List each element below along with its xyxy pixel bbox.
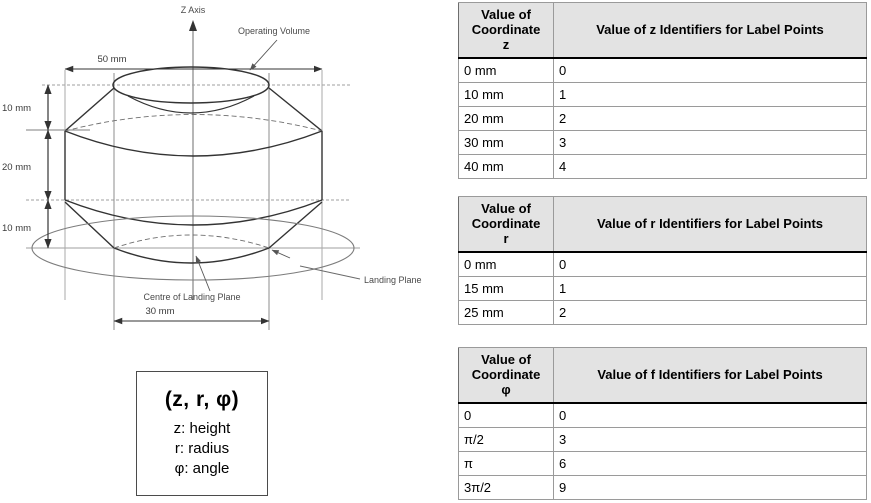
cell-coordinate-value: 25 mm [458,300,554,325]
cell-identifier-value: 0 [553,402,867,428]
cell-identifier-value: 1 [553,276,867,301]
header-value-of-coordinate: Value of Coordinate z [458,2,554,59]
cell-coordinate-value: π/2 [458,427,554,452]
table-row: π 6 [458,451,867,476]
cell-coordinate-value: 10 mm [458,82,554,107]
table-coordinate-phi: Value of Coordinate φ Value of f Identif… [458,347,867,500]
z-axis: Z Axis [181,5,206,300]
dimension-50mm-label: 50 mm [97,54,126,65]
table-coordinate-r: Value of Coordinate r Value of r Identif… [458,196,867,325]
header-identifiers: Value of f Identifiers for Label Points [553,347,867,404]
cell-identifier-value: 2 [553,300,867,325]
header-line-2: Coordinate [471,367,541,382]
dimension-bottom-10mm-label: 10 mm [2,223,31,234]
header-line-3: z [502,37,510,52]
dimension-20mm-label: 20 mm [2,162,31,173]
operating-volume-label: Operating Volume [238,26,310,36]
annotation-operating-volume: Operating Volume [238,26,310,71]
cell-identifier-value: 1 [553,82,867,107]
header-line-1: Value of [481,7,531,22]
dimension-30mm: 30 mm [113,306,270,325]
header-identifiers: Value of r Identifiers for Label Points [553,196,867,253]
legend-line-phi: φ: angle [174,460,230,477]
annotation-centre-of-landing-plane: Centre of Landing Plane [143,249,291,302]
legend-line-r: r: radius [174,440,230,457]
figure-panel: Z Axis [2,5,422,496]
table-row: π/2 3 [458,427,867,452]
bottom-ellipse-back [113,234,270,249]
table-row: 0 mm 0 [458,251,867,277]
cell-identifier-value: 0 [553,57,867,83]
cell-identifier-value: 3 [553,427,867,452]
table-coordinate-z: Value of Coordinate z Value of z Identif… [458,2,867,179]
dimension-vertical-group: 10 mm 20 mm 10 mm [2,84,52,249]
landing-plane-label: Landing Plane [364,275,422,285]
dimension-50mm: 50 mm [64,54,323,73]
table-row: 20 mm 2 [458,106,867,131]
table-row: 3π/2 9 [458,475,867,500]
table-row: 25 mm 2 [458,300,867,325]
top-ellipse [112,66,270,104]
cell-coordinate-value: 0 [458,402,554,428]
table-row: 30 mm 3 [458,130,867,155]
mid-lower-ellipse-front [64,199,323,226]
header-line-2: Coordinate [471,216,541,231]
mid-upper-ellipse-front [64,130,323,157]
table-row: 0 mm 0 [458,57,867,83]
cone-slant-right [268,87,323,132]
operating-volume-diagram: Z Axis [2,5,422,330]
cell-identifier-value: 3 [553,130,867,155]
landing-plane-ellipse [31,215,355,281]
coordinate-legend-box: (z, r, φ) z: height r: radius φ: angle [136,371,268,496]
annotation-landing-plane: Landing Plane [299,265,422,285]
cell-coordinate-value: 40 mm [458,154,554,179]
z-axis-label: Z Axis [181,5,206,15]
dimension-top-10mm-label: 10 mm [2,103,31,114]
header-identifiers: Value of z Identifiers for Label Points [553,2,867,59]
table-header-row: Value of Coordinate z Value of z Identif… [458,2,867,59]
cell-identifier-value: 2 [553,106,867,131]
cell-identifier-value: 9 [553,475,867,500]
cell-identifier-value: 4 [553,154,867,179]
cell-identifier-value: 0 [553,251,867,277]
top-inner-arc [127,95,255,114]
header-line-3: r [503,231,509,246]
cell-identifier-value: 6 [553,451,867,476]
cell-coordinate-value: 20 mm [458,106,554,131]
cell-coordinate-value: 3π/2 [458,475,554,500]
header-line-1: Value of [481,201,531,216]
table-header-row: Value of Coordinate φ Value of f Identif… [458,347,867,404]
table-header-row: Value of Coordinate r Value of r Identif… [458,196,867,253]
cell-coordinate-value: 0 mm [458,57,554,83]
header-value-of-coordinate: Value of Coordinate φ [458,347,554,404]
table-row: 0 0 [458,402,867,428]
cell-coordinate-value: 30 mm [458,130,554,155]
cell-coordinate-value: 15 mm [458,276,554,301]
centre-of-landing-plane-label: Centre of Landing Plane [143,292,240,302]
table-row: 40 mm 4 [458,154,867,179]
lower-cone-left [64,201,115,249]
operating-volume-solid [64,66,323,264]
cone-slant-left [64,87,115,132]
mid-upper-ellipse-back [64,114,323,132]
header-line-3: φ [501,382,511,397]
reference-lines [26,84,360,249]
table-row: 10 mm 1 [458,82,867,107]
header-line-2: Coordinate [471,22,541,37]
table-row: 15 mm 1 [458,276,867,301]
header-line-1: Value of [481,352,531,367]
cell-coordinate-value: π [458,451,554,476]
lower-cone-right [268,201,323,249]
dimension-30mm-label: 30 mm [145,306,174,317]
legend-line-z: z: height [173,420,231,437]
header-value-of-coordinate: Value of Coordinate r [458,196,554,253]
cell-coordinate-value: 0 mm [458,251,554,277]
bottom-ellipse-front [113,247,270,264]
legend-title: (z, r, φ) [164,388,240,411]
